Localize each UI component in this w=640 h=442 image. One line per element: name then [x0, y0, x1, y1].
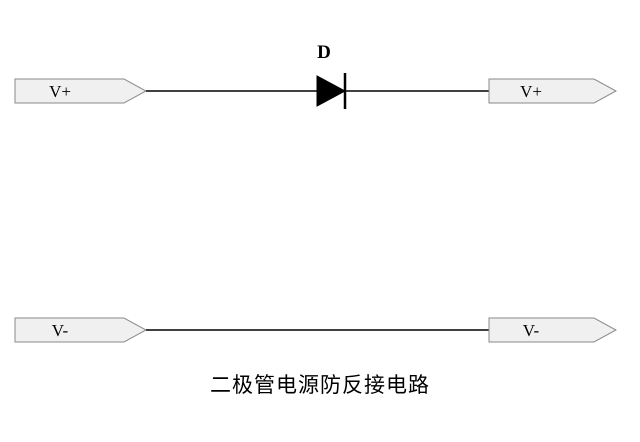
diode-anode-triangle — [316, 75, 347, 107]
port-bottom-left-icon — [14, 317, 148, 343]
diode-icon — [316, 73, 347, 109]
top-rail: V+ D V+ — [14, 42, 618, 109]
port-top-right-label: V+ — [520, 82, 542, 101]
bottom-rail: V- V- — [14, 317, 618, 343]
schematic-caption: 二极管电源防反接电路 — [210, 373, 430, 397]
port-bottom-right-icon — [488, 317, 618, 343]
port-bottom-left-label: V- — [52, 321, 69, 340]
port-top-left-label: V+ — [49, 82, 71, 101]
port-bottom-right-label: V- — [523, 321, 540, 340]
diode-designator-label: D — [317, 42, 331, 63]
port-top-right-icon — [488, 78, 618, 104]
port-top-left-icon — [14, 78, 148, 104]
